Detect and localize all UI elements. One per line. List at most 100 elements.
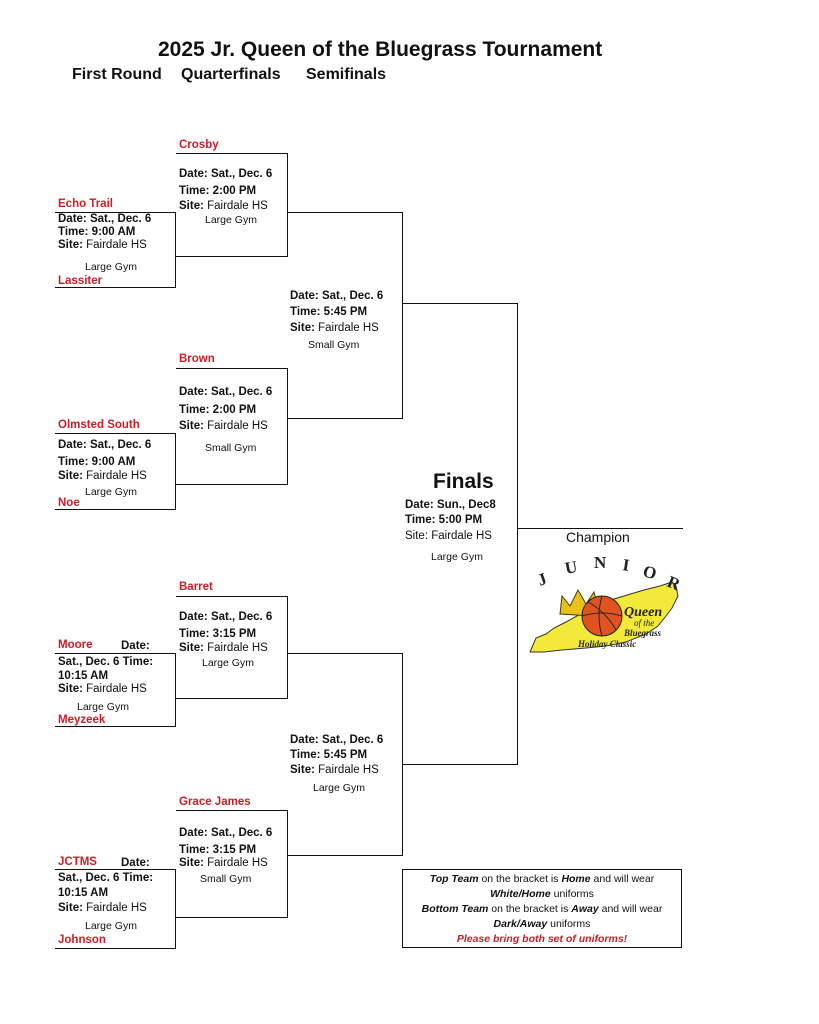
team-top: Olmsted South — [58, 419, 140, 431]
legend-note: Please bring both set of uniforms! — [456, 933, 628, 945]
game-date-label: Date: — [121, 857, 150, 869]
game-site: Site: Fairdale HS — [179, 642, 268, 654]
logo-letter-i: I — [621, 556, 631, 575]
game-site: Site: Fairdale HS — [179, 420, 268, 432]
logo-queen: Queen — [624, 605, 662, 620]
finals-title: Finals — [433, 470, 494, 493]
game-site: Site: Fairdale HS — [179, 200, 268, 212]
sf2-bottom-line — [287, 855, 402, 857]
game-gym: Small Gym — [200, 873, 252, 885]
qf1-vertical — [287, 153, 289, 257]
game-date: Date: Sat., Dec. 6 — [179, 386, 273, 398]
final-top-line — [402, 303, 518, 305]
fr1-bottom-line — [55, 287, 176, 289]
game-site: Site: Fairdale HS — [290, 322, 379, 334]
logo-letter-n: N — [594, 556, 607, 572]
finals-site: Site: Fairdale HS — [405, 530, 492, 542]
logo-letter-o: O — [641, 562, 659, 584]
team-bottom: Meyzeek — [58, 714, 106, 726]
game-gym: Large Gym — [313, 782, 365, 794]
qf4-bottom-line — [176, 917, 287, 919]
sf2-vertical — [402, 653, 404, 856]
legend-line-1: Top Team on the bracket is Home and will… — [429, 873, 655, 885]
qf2-top-line — [176, 368, 287, 370]
champion-label: Champion — [566, 529, 630, 545]
fr4-vertical — [175, 869, 177, 949]
game-site: Site: Fairdale HS — [58, 470, 147, 482]
tournament-logo: J U N I O R Queen of the Bluegrass Holid… — [526, 553, 688, 660]
game-site: Site: Fairdale HS — [179, 857, 268, 869]
legend-line-4: Dark/Away uniforms — [493, 918, 591, 930]
qf4-vertical — [287, 810, 289, 918]
game-time: 10:15 AM — [58, 670, 109, 682]
final-bottom-line — [402, 764, 518, 766]
fr2-vertical — [175, 433, 177, 510]
team-top: Moore — [58, 639, 93, 651]
game-site: Site: Fairdale HS — [58, 683, 147, 695]
finals-gym: Large Gym — [431, 551, 483, 563]
team-top: Echo Trail — [58, 198, 113, 210]
sf1-top-line — [287, 212, 402, 214]
qf1-bottom-line — [176, 256, 287, 258]
finals-time: Time: 5:00 PM — [405, 514, 483, 526]
round-header-semifinals: Semifinals — [306, 66, 387, 83]
game-gym: Large Gym — [85, 486, 137, 498]
game-date: Date: Sat., Dec. 6 — [58, 439, 152, 451]
game-time: Time: 2:00 PM — [179, 404, 257, 416]
game-date: Date: Sat., Dec. 6 — [290, 734, 384, 746]
logo-letter-j: J — [535, 569, 550, 590]
game-site: Site: Fairdale HS — [290, 764, 379, 776]
fr4-top-line — [55, 869, 176, 871]
qf3-vertical — [287, 596, 289, 699]
logo-holiday-classic: Holiday Classic — [577, 639, 636, 649]
page-title: 2025 Jr. Queen of the Bluegrass Tourname… — [158, 38, 603, 61]
team-top: JCTMS — [58, 856, 97, 868]
game-date-time: Sat., Dec. 6 Time: — [58, 656, 154, 668]
finals-date: Date: Sun., Dec8 — [405, 499, 496, 511]
team-top: Barret — [179, 581, 213, 593]
sf1-bottom-line — [287, 418, 402, 420]
game-gym: Large Gym — [205, 214, 257, 226]
champion-line — [517, 528, 683, 530]
logo-letter-u: U — [563, 557, 578, 578]
game-gym: Large Gym — [85, 261, 137, 273]
game-time: Time: 5:45 PM — [290, 749, 368, 761]
qf4-top-line — [176, 810, 287, 812]
game-date: Date: Sat., Dec. 6 — [179, 827, 273, 839]
qf2-bottom-line — [176, 484, 287, 486]
uniform-legend: Top Team on the bracket is Home and will… — [402, 869, 682, 948]
game-date: Date: Sat., Dec. 6 — [179, 168, 273, 180]
game-gym: Large Gym — [77, 701, 129, 713]
game-gym: Large Gym — [85, 920, 137, 932]
game-time: Time: 9:00 AM — [58, 226, 136, 238]
game-date-label: Date: — [121, 640, 150, 652]
team-top: Grace James — [179, 796, 251, 808]
game-gym: Small Gym — [205, 442, 257, 454]
logo-bluegrass: Bluegrass — [623, 628, 662, 638]
game-time: Time: 9:00 AM — [58, 456, 136, 468]
game-gym: Small Gym — [308, 339, 360, 351]
game-time: Time: 3:15 PM — [179, 844, 257, 856]
legend-line-3: Bottom Team on the bracket is Away and w… — [421, 903, 663, 915]
fr2-bottom-line — [55, 509, 176, 511]
game-time: Time: 3:15 PM — [179, 628, 257, 640]
fr3-top-line — [55, 653, 176, 655]
team-bottom: Noe — [58, 497, 80, 509]
logo-of-the: of the — [634, 618, 654, 628]
sf2-top-line — [287, 653, 402, 655]
fr3-bottom-line — [55, 726, 176, 728]
game-date-time: Sat., Dec. 6 Time: — [58, 872, 154, 884]
fr2-top-line — [55, 433, 176, 435]
round-header-quarterfinals: Quarterfinals — [181, 66, 281, 83]
game-date: Date: Sat., Dec. 6 — [290, 290, 384, 302]
team-top: Brown — [179, 353, 215, 365]
round-header-first: First Round — [72, 66, 162, 83]
fr1-vertical — [175, 212, 177, 288]
game-time: 10:15 AM — [58, 887, 109, 899]
game-site: Site: Fairdale HS — [58, 239, 147, 251]
game-date: Date: Sat., Dec. 6 — [179, 611, 273, 623]
logo-graphic: J U N I O R Queen of the Bluegrass Holid… — [529, 553, 684, 653]
qf3-bottom-line — [176, 698, 287, 700]
team-bottom: Johnson — [58, 934, 106, 946]
fr3-vertical — [175, 653, 177, 727]
